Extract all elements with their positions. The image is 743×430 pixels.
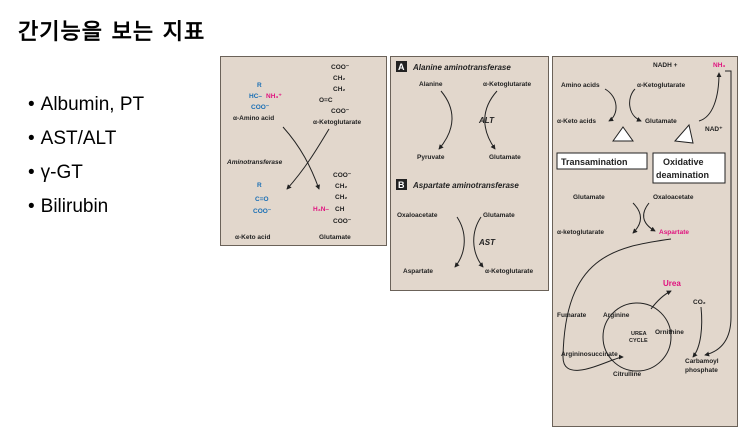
urea-cycle-ring	[602, 302, 672, 372]
transamination-label: Transamination	[561, 157, 628, 167]
deamination-label: deamination	[656, 170, 709, 180]
keto-coo2: COO⁻	[331, 108, 350, 115]
glu-ch2a: CH₂	[335, 183, 347, 190]
glutamate-label: Glutamate	[319, 234, 351, 241]
amino-hc: HC–	[249, 93, 262, 100]
bullet-item: Albumin, PT	[28, 88, 144, 122]
glu-to-kg-arrow	[632, 202, 641, 234]
bullet-item: γ-GT	[28, 156, 144, 190]
ast-title: Aspartate aminotransferase	[412, 181, 519, 190]
bullet-item: Bilirubin	[28, 190, 144, 224]
alpha-ketoglutarate-label: α-Ketoglutarate	[313, 119, 361, 126]
keto-to-glu-arrow	[286, 128, 330, 190]
urea-cycle-label-2: CYCLE	[629, 338, 648, 344]
kg-to-glu-arrow	[629, 88, 642, 122]
alpha-amino-acid-label: α-Amino acid	[233, 115, 274, 122]
alt-ketoglutarate-label: α-Ketoglutarate	[483, 81, 531, 88]
arginine-label: Arginine	[603, 312, 630, 319]
transamination-figure: R HC– NH₃⁺ COO⁻ α-Amino acid COO⁻ CH₂ CH…	[220, 56, 387, 246]
alt-title: Alanine aminotransferase	[412, 63, 511, 72]
alanine-pyruvate-arrow	[438, 90, 453, 150]
oaa-to-asp-arrow	[643, 202, 656, 232]
carbamoyl-label: Carbamoyl	[685, 358, 719, 365]
page-title: 간기능을 보는 지표	[18, 20, 206, 45]
bullet-item: AST/ALT	[28, 122, 144, 156]
keto-acid-r: R	[257, 182, 262, 189]
badge-a	[396, 61, 407, 72]
transamination-up-arrow	[612, 126, 634, 142]
alt-glutamate-label: Glutamate	[489, 154, 521, 161]
oxaloacetate-aspartate-arrow	[454, 216, 465, 268]
ast-ketoglutarate-label: α-Ketoglutarate	[485, 268, 533, 275]
oxidative-label: Oxidative	[663, 157, 704, 167]
oxaloacetate-label: Oxaloacetate	[397, 212, 438, 219]
keto-acid-co: C=O	[255, 196, 269, 203]
deamination-up-arrow	[673, 123, 694, 144]
keto-acids-label: α-Keto acids	[557, 118, 596, 125]
pyruvate-label: Pyruvate	[417, 154, 445, 161]
ornithine-label: Ornithine	[655, 329, 684, 336]
transamination-diagram: R HC– NH₃⁺ COO⁻ α-Amino acid COO⁻ CH₂ CH…	[226, 64, 361, 241]
keto-coo1: COO⁻	[331, 64, 350, 71]
phosphate-label: phosphate	[685, 367, 718, 374]
ast-glutamate-label: Glutamate	[483, 212, 515, 219]
alt-ast-figure: A Alanine aminotransferase Alanine α-Ket…	[390, 56, 549, 291]
aspartate-to-cycle-arrow	[562, 238, 672, 371]
glutamate-mid-label: Glutamate	[573, 194, 605, 201]
ast-enzyme-label: AST	[478, 238, 496, 247]
aminotransferase-label: Aminotransferase	[226, 159, 283, 166]
glu-to-nh3-arrow	[698, 72, 722, 122]
urea-label: Urea	[663, 279, 681, 288]
amino-to-keto-arrow	[604, 88, 617, 122]
ketoglutarate-mid-label: α-ketoglutarate	[557, 229, 604, 236]
nh3-label: NH₃	[713, 62, 725, 69]
glutamate-top-label: Glutamate	[645, 118, 677, 125]
alt-ast-diagram: A Alanine aminotransferase Alanine α-Ket…	[396, 61, 533, 275]
alpha-keto-acid-label: α-Keto acid	[235, 234, 270, 241]
citrulline-label: Citrulline	[613, 371, 642, 378]
nad-label: NAD⁺	[705, 126, 723, 133]
amino-nh3: NH₃⁺	[266, 93, 282, 100]
amino-coo: COO⁻	[251, 104, 270, 111]
alanine-label: Alanine	[419, 81, 443, 88]
glu-ch: CH	[335, 206, 345, 213]
fumarate-label: Fumarate	[557, 312, 587, 319]
keto-ch2a: CH₂	[333, 75, 345, 82]
badge-b	[396, 179, 407, 190]
nadh-label: NADH +	[653, 62, 678, 69]
keto-oc: O=C	[319, 97, 333, 104]
urea-cycle-figure: NADH + NH₃ Amino acids α-Ketoglutarate α…	[552, 56, 738, 427]
deamination-box	[652, 152, 726, 184]
indicator-list: Albumin, PT AST/ALT γ-GT Bilirubin	[28, 88, 144, 224]
co2-to-carbamoyl-arrow	[692, 306, 703, 358]
urea-cycle-diagram: NADH + NH₃ Amino acids α-Ketoglutarate α…	[556, 62, 732, 378]
glu-coo2: COO⁻	[333, 218, 352, 225]
urea-cycle-label-1: UREA	[631, 331, 647, 337]
amino-acids-label: Amino acids	[561, 82, 600, 89]
kg-glutamate-arrow	[484, 90, 498, 150]
arginine-to-urea-arrow	[650, 290, 672, 310]
aspartate-label: Aspartate	[659, 229, 689, 236]
nh3-to-carbamoyl-arrow	[704, 70, 732, 357]
amino-r: R	[257, 82, 262, 89]
alt-enzyme-label: ALT	[478, 116, 495, 125]
transamination-box	[556, 152, 648, 170]
keto-acid-coo: COO⁻	[253, 208, 272, 215]
aspartate-label: Aspartate	[403, 268, 433, 275]
keto-ch2b: CH₂	[333, 86, 345, 93]
co2-label: CO₂	[693, 299, 706, 306]
glu-h3n: H₃N–	[313, 206, 329, 213]
badge-a-label: A	[398, 62, 405, 72]
amino-to-keto-arrow	[282, 126, 320, 190]
glu-coo1: COO⁻	[333, 172, 352, 179]
glu-ch2b: CH₂	[335, 194, 347, 201]
oxaloacetate-mid-label: Oxaloacetate	[653, 194, 694, 201]
argininosuccinate-label: Argininosuccinate	[561, 351, 618, 358]
ketoglutarate-top-label: α-Ketoglutarate	[637, 82, 685, 89]
glutamate-kg-arrow	[473, 216, 484, 268]
badge-b-label: B	[398, 180, 405, 190]
